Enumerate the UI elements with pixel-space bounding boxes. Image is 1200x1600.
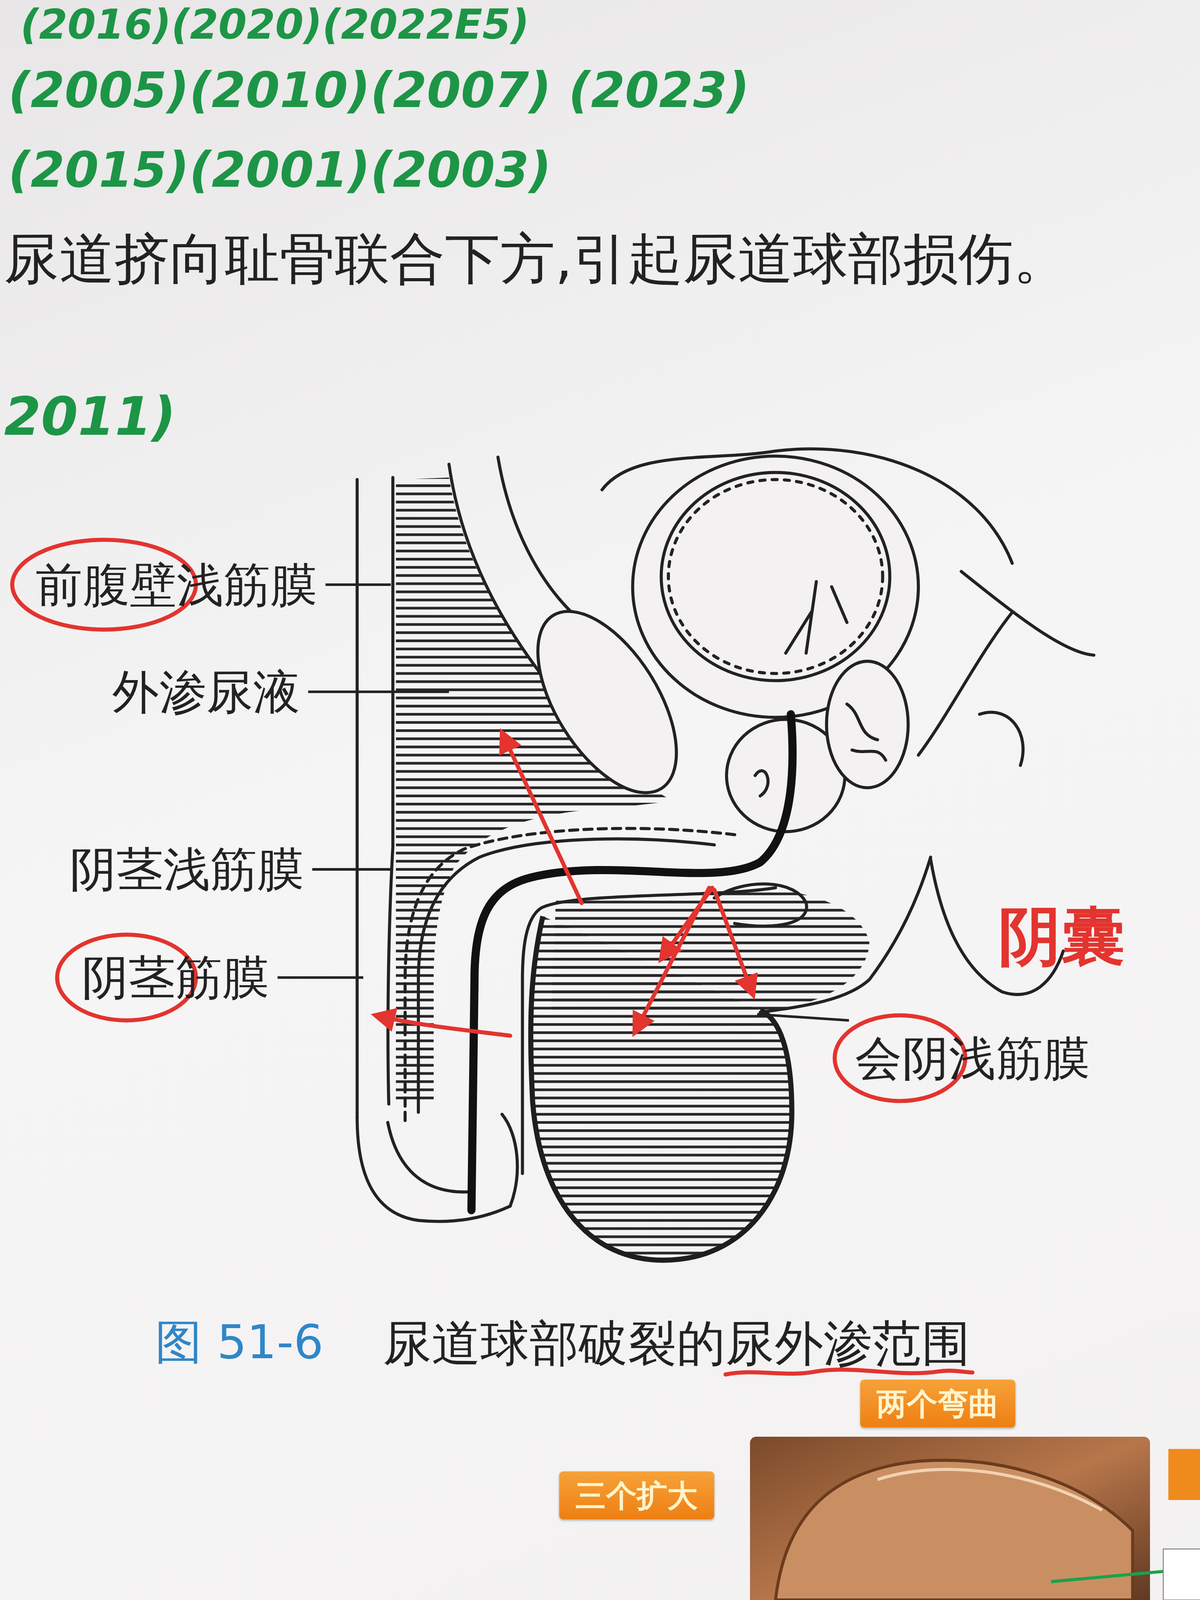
glans — [357, 1114, 518, 1222]
handwritten-note: (2015)(2001)(2003) — [8, 142, 552, 197]
part-label: 阴茎浅筋膜 — [69, 843, 305, 896]
seminal-vesicle — [826, 661, 909, 788]
leader-line — [325, 583, 391, 587]
tag-text: 两个弯曲 — [876, 1386, 999, 1421]
symphysis-line — [498, 457, 572, 613]
handwritten-note: (2005)(2010)(2007) (2023) — [8, 63, 750, 118]
orange-tag: 两个弯曲 — [860, 1379, 1016, 1428]
orange-tag: 三个扩大 — [559, 1471, 715, 1520]
skin-line — [355, 479, 359, 1118]
seminal-detail — [755, 703, 886, 796]
red-underline — [725, 1369, 973, 1375]
scrotum — [530, 916, 792, 1261]
side-tag — [1168, 1448, 1200, 1500]
red-arrow — [714, 889, 754, 995]
red-arrow — [501, 732, 582, 904]
urethra — [471, 714, 793, 1211]
figure-caption: 尿道球部破裂的尿外渗范围 — [382, 1316, 971, 1371]
side-box — [1163, 1548, 1200, 1600]
handwritten-label: 阴囊 — [998, 901, 1125, 972]
leader-line — [277, 976, 364, 979]
part-label: 阴茎筋膜 — [81, 951, 270, 1004]
leader-lines — [277, 584, 850, 1021]
red-arrow — [661, 887, 713, 960]
part-label: 前腹壁浅筋膜 — [35, 559, 318, 611]
body-text: 尿道挤向耻骨联合下方,引起尿道球部损伤。 — [3, 228, 1069, 290]
anatomy-outline — [357, 448, 1094, 1222]
part-label: 会阴浅筋膜 — [855, 1032, 1090, 1085]
bladder-rugae — [668, 479, 883, 674]
red-arrow — [375, 1015, 511, 1036]
perineal-fascia — [760, 857, 931, 1013]
photo-frame — [750, 1436, 1150, 1600]
leader-line — [312, 867, 392, 871]
anatomy-photo — [750, 1436, 1200, 1600]
ureter — [785, 581, 847, 654]
pointer-line — [1051, 1571, 1164, 1582]
photo-detail — [877, 1469, 1103, 1511]
spongiosum — [522, 887, 776, 1174]
tag-text: 三个扩大 — [575, 1478, 698, 1513]
handwritten-note: 2011) — [3, 387, 176, 447]
fascia-line — [387, 477, 393, 1105]
penis-dorsal — [418, 839, 715, 1113]
bladder-mucosa — [661, 472, 890, 681]
handwritten-note: (2016)(2020)(2022E5) — [20, 1, 530, 47]
figure-number: 图 51-6 — [155, 1316, 324, 1368]
leader-line — [308, 690, 449, 694]
leader-line — [757, 1014, 849, 1021]
red-annotation — [12, 539, 973, 1375]
part-label: 外渗尿液 — [112, 666, 300, 718]
